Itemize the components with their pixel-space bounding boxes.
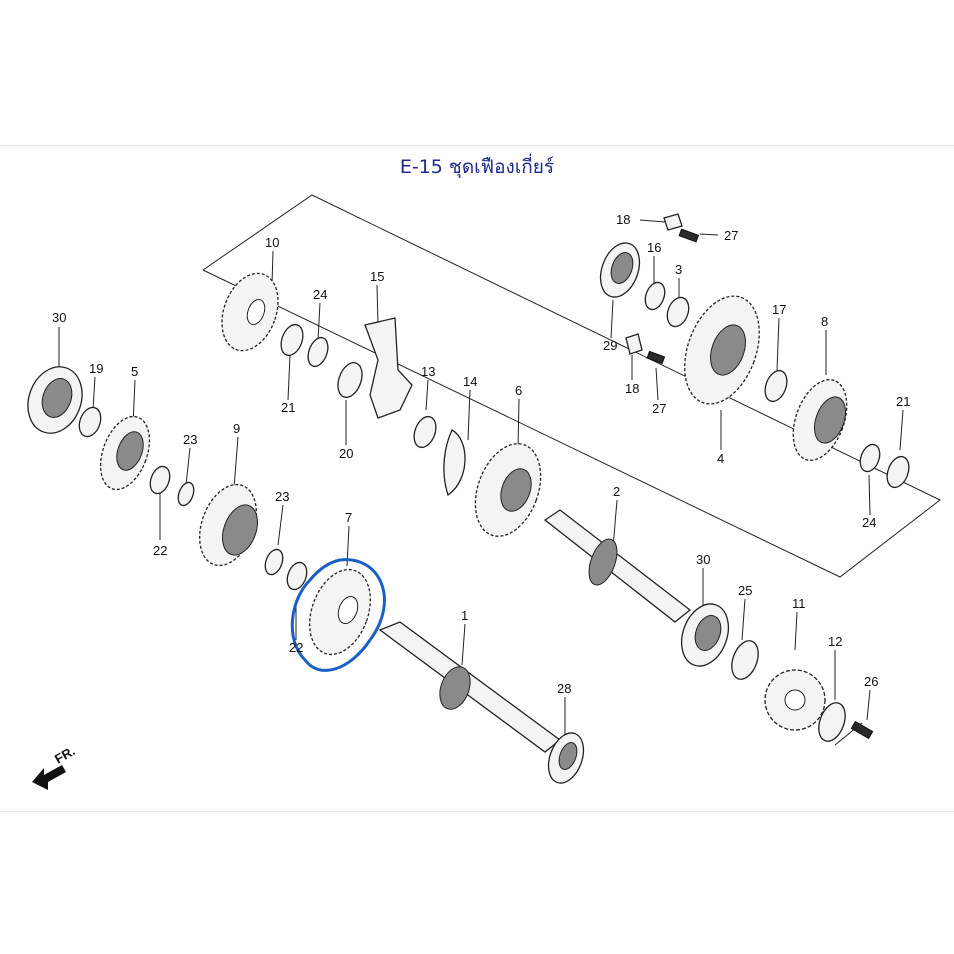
part-gear-5 <box>99 415 151 491</box>
callout-23b: 23 <box>275 489 289 504</box>
part-gear-9 <box>199 483 258 567</box>
part-clip-14 <box>443 429 466 497</box>
highlight-circle-part-7 <box>290 558 386 672</box>
callout-4: 4 <box>717 451 724 466</box>
part-bearing-30b <box>680 603 730 667</box>
callout-5: 5 <box>131 364 138 379</box>
callout-6: 6 <box>515 383 522 398</box>
callout-7: 7 <box>345 510 352 525</box>
callout-30b: 30 <box>696 552 710 567</box>
part-bolt-27a <box>678 228 700 243</box>
part-bolt-27b <box>646 350 666 365</box>
part-ring-24b <box>859 443 881 473</box>
part-washer-20 <box>337 362 363 398</box>
callout-20: 20 <box>339 446 353 461</box>
part-seal-25 <box>731 640 759 680</box>
part-plate-12 <box>818 702 846 742</box>
callout-3: 3 <box>675 262 682 277</box>
callout-14: 14 <box>463 374 477 389</box>
callout-22a: 22 <box>153 543 167 558</box>
part-gear-7 <box>309 568 371 656</box>
part-shaft-2 <box>543 509 692 623</box>
callout-28: 28 <box>557 681 571 696</box>
part-plate-18a <box>663 213 683 231</box>
callout-22b: 22 <box>289 640 303 655</box>
part-gear-4 <box>684 295 760 405</box>
callout-21a: 21 <box>281 400 295 415</box>
callout-27a: 27 <box>724 228 738 243</box>
part-bushing-3 <box>666 296 690 328</box>
diagram-title: E-15 ชุดเฟืองเกี่ยร์ <box>399 156 555 178</box>
part-ring-21a <box>280 323 304 357</box>
part-bearing-30a <box>27 366 83 434</box>
direction-arrow: FR. <box>32 743 78 790</box>
part-bearing-29 <box>599 242 641 298</box>
part-gear-6 <box>474 443 542 537</box>
direction-label: FR. <box>52 743 78 766</box>
part-plate-18b <box>625 333 643 355</box>
callout-17: 17 <box>772 302 786 317</box>
part-ring-22b <box>286 561 308 591</box>
part-sprocket-11 <box>764 669 826 731</box>
callout-8: 8 <box>821 314 828 329</box>
part-ring-24a <box>307 336 329 368</box>
callout-1: 1 <box>461 608 468 623</box>
callout-25: 25 <box>738 583 752 598</box>
callout-13: 13 <box>421 364 435 379</box>
part-washer-17 <box>764 369 788 403</box>
callout-19: 19 <box>89 361 103 376</box>
callout-9: 9 <box>233 421 240 436</box>
part-washer-21b <box>886 455 910 489</box>
part-ring-23b <box>264 548 284 576</box>
callout-29: 29 <box>603 338 617 353</box>
callout-24b: 24 <box>862 515 876 530</box>
part-ring-13 <box>413 415 437 449</box>
assembly-outline <box>202 194 941 578</box>
callout-16: 16 <box>647 240 661 255</box>
callout-2: 2 <box>613 484 620 499</box>
callout-12: 12 <box>828 634 842 649</box>
part-washer-16 <box>644 281 666 311</box>
part-gear-8 <box>792 379 848 461</box>
part-ring-23a <box>177 481 195 507</box>
callout-18b: 18 <box>625 381 639 396</box>
callout-23a: 23 <box>183 432 197 447</box>
part-bolt-26 <box>850 720 874 740</box>
callout-30a: 30 <box>52 310 66 325</box>
part-washer-19 <box>78 406 102 438</box>
part-shaft-1 <box>378 621 562 753</box>
part-bearing-28 <box>547 732 585 784</box>
callout-26: 26 <box>864 674 878 689</box>
callout-labels: 30 19 5 22 23 9 23 7 22 10 24 21 20 15 1… <box>52 212 910 696</box>
part-arm-15 <box>364 317 413 419</box>
callout-24a: 24 <box>313 287 327 302</box>
callout-15: 15 <box>370 269 384 284</box>
callout-21b: 21 <box>896 394 910 409</box>
callout-10: 10 <box>265 235 279 250</box>
part-ring-22a <box>149 465 171 495</box>
callout-11: 11 <box>792 596 806 611</box>
part-gear-10 <box>221 272 279 352</box>
callout-18a: 18 <box>616 212 630 227</box>
callout-27b: 27 <box>652 401 666 416</box>
leader-lines <box>58 219 904 746</box>
